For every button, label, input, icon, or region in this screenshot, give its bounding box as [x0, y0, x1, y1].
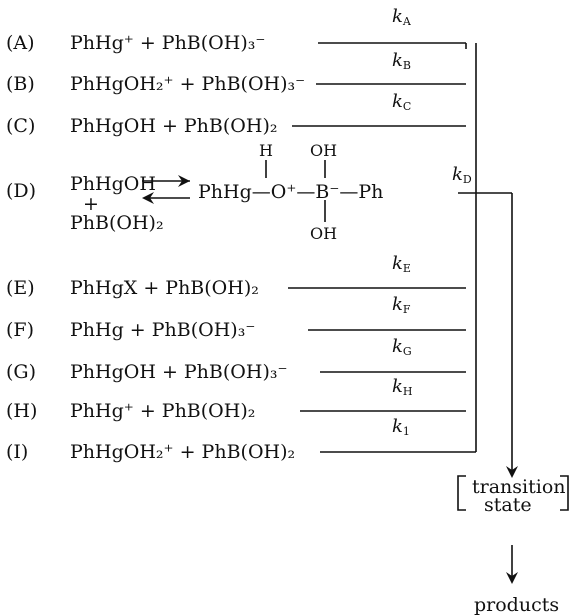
reactants-a: PhHg⁺ + PhB(OH)₃⁻ — [70, 32, 266, 54]
rate-constant-f: kF — [392, 294, 411, 316]
label-a: (A) — [6, 32, 35, 54]
label-g: (G) — [6, 361, 37, 383]
d-left-bottom: PhB(OH)₂ — [70, 212, 164, 234]
reactants-b: PhHgOH₂⁺ + PhB(OH)₃⁻ — [70, 73, 306, 95]
d-left-top: PhHgOH — [70, 173, 156, 195]
label-i: (I) — [6, 441, 29, 463]
d-h-label: H — [259, 141, 273, 160]
reactants-i: PhHgOH₂⁺ + PhB(OH)₂ — [70, 441, 296, 463]
d-intermediate: PhHg—O⁺—B⁻—Ph — [198, 181, 384, 203]
label-b: (B) — [6, 73, 35, 95]
arrowhead-ts — [506, 466, 518, 478]
rate-constant-i: k1 — [392, 416, 410, 438]
eq-arrowhead-left — [142, 192, 154, 204]
rate-constant-b: kB — [392, 50, 412, 72]
reactants-e: PhHgX + PhB(OH)₂ — [70, 277, 259, 299]
reactants-f: PhHg + PhB(OH)₃⁻ — [70, 319, 256, 341]
d-oh-top: OH — [310, 141, 338, 160]
label-d: (D) — [6, 180, 37, 202]
products-label: products — [474, 594, 560, 616]
d-plus: + — [83, 193, 99, 215]
arrowhead-products — [506, 572, 518, 584]
label-c: (C) — [6, 115, 36, 137]
rate-constant-d: kD — [452, 164, 472, 186]
transition-state-line1: transition — [472, 476, 566, 498]
transition-state-line2: state — [484, 494, 532, 516]
rate-constant-h: kH — [392, 376, 413, 398]
rate-constant-g: kG — [392, 336, 412, 358]
reactants-h: PhHg⁺ + PhB(OH)₂ — [70, 400, 256, 422]
label-h: (H) — [6, 400, 38, 422]
label-f: (F) — [6, 319, 35, 341]
rate-constant-e: kE — [392, 253, 411, 275]
label-e: (E) — [6, 277, 35, 299]
eq-arrowhead-right — [178, 175, 190, 187]
reactants-c: PhHgOH + PhB(OH)₂ — [70, 115, 278, 137]
rate-constant-a: kA — [392, 6, 411, 28]
rate-constant-c: kC — [392, 91, 412, 113]
d-oh-bottom: OH — [310, 224, 338, 243]
reactants-g: PhHgOH + PhB(OH)₃⁻ — [70, 361, 288, 383]
